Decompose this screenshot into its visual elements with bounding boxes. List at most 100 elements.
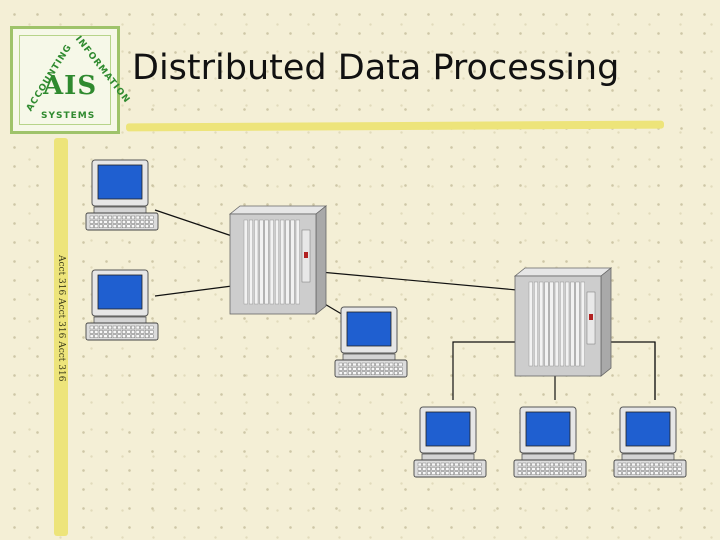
keyboard-key — [347, 371, 352, 376]
keyboard-key — [389, 371, 394, 376]
keyboard-key — [645, 462, 650, 467]
keyboard-key — [617, 471, 622, 476]
keyboard-key — [384, 371, 389, 376]
keyboard-key — [371, 371, 375, 376]
keyboard-key — [473, 467, 477, 471]
keyboard-key — [422, 462, 427, 467]
keyboard-key — [550, 471, 554, 476]
keyboard-key — [436, 462, 440, 467]
keyboard-key — [112, 325, 117, 330]
keyboard-key — [654, 462, 659, 467]
keyboard-key — [640, 467, 645, 471]
rack-card — [575, 281, 580, 367]
monitor-base — [621, 453, 675, 461]
keyboard-key — [645, 467, 650, 471]
keyboard-key — [545, 471, 550, 476]
keyboard-key — [654, 467, 659, 471]
rack-card — [243, 219, 248, 305]
keyboard-key — [112, 215, 117, 220]
keyboard-key — [631, 471, 636, 476]
keyboard-key — [140, 334, 145, 339]
keyboard-key — [380, 371, 385, 376]
keyboard-key — [445, 467, 450, 471]
keyboard-key — [477, 471, 482, 476]
keyboard-key — [450, 471, 454, 476]
keyboard-key — [98, 224, 103, 229]
keyboard-key — [112, 220, 117, 224]
keyboard-key — [117, 215, 122, 220]
keyboard-key — [131, 330, 136, 334]
rack-card — [570, 281, 575, 367]
keyboard-key — [463, 462, 468, 467]
keyboard-key — [361, 371, 366, 376]
keyboard-key — [536, 462, 540, 467]
keyboard-key — [668, 467, 673, 471]
keyboard-key — [108, 224, 112, 229]
keyboard-key — [338, 371, 343, 376]
keyboard-key — [573, 471, 577, 476]
keyboard-key — [531, 471, 536, 476]
keyboard-key — [659, 467, 664, 471]
keyboard-key — [338, 362, 343, 367]
keyboard-key — [417, 462, 422, 467]
keyboard-key — [135, 215, 140, 220]
keyboard-key — [149, 334, 154, 339]
keyboard-key — [89, 330, 94, 334]
keyboard-key — [140, 325, 145, 330]
logo-bottom-text: SYSTEMS — [41, 111, 96, 121]
keyboard-key — [673, 471, 677, 476]
keyboard-key — [140, 224, 145, 229]
keyboard-key — [522, 471, 527, 476]
keyboard-key — [122, 215, 126, 220]
rack-card — [264, 219, 269, 305]
keyboard-key — [140, 330, 145, 334]
rack-card — [544, 281, 549, 367]
monitor-base — [342, 353, 396, 361]
keyboard-key — [477, 467, 482, 471]
keyboard-key — [89, 334, 94, 339]
keyboard-key — [94, 334, 99, 339]
keyboard-key — [677, 467, 682, 471]
keyboard-key — [422, 471, 427, 476]
keyboard-key — [361, 362, 366, 367]
keyboard-key — [103, 220, 108, 224]
keyboard-key — [145, 224, 149, 229]
keyboard-key — [352, 371, 357, 376]
keyboard-key — [122, 330, 126, 334]
rack-card — [295, 219, 300, 305]
keyboard-key — [126, 334, 131, 339]
rack-top — [228, 205, 328, 215]
ais-logo: ACCOUNTING INFORMATION AIS SYSTEMS — [10, 26, 132, 134]
keyboard-key — [654, 471, 659, 476]
keyboard-key — [398, 367, 403, 371]
monitor-screen — [625, 411, 671, 447]
keyboard-key — [380, 362, 385, 367]
keyboard-key — [108, 220, 112, 224]
rack-card — [554, 281, 559, 367]
keyboard-key — [673, 467, 677, 471]
keyboard-key — [617, 462, 622, 467]
keyboard-key — [517, 467, 522, 471]
keyboard-key — [426, 471, 431, 476]
keyboard-key — [145, 215, 149, 220]
keyboard-key — [145, 220, 149, 224]
keyboard-key — [517, 462, 522, 467]
keyboard-key — [108, 330, 112, 334]
rack-indicator — [304, 252, 308, 258]
keyboard-key — [668, 462, 673, 467]
keyboard-key — [140, 220, 145, 224]
keyboard-key — [394, 362, 398, 367]
keyboard-key — [117, 334, 122, 339]
keyboard-key — [677, 471, 682, 476]
pc-top-left-workstation — [85, 159, 159, 231]
keyboard-key — [526, 462, 531, 467]
keyboard-key — [112, 334, 117, 339]
keyboard-key — [108, 325, 112, 330]
slide-title: Distributed Data Processing — [132, 48, 620, 88]
keyboard-key — [440, 462, 445, 467]
monitor-screen — [346, 311, 392, 347]
keyboard-key — [117, 325, 122, 330]
keyboard-key — [98, 334, 103, 339]
keyboard-key — [375, 367, 380, 371]
